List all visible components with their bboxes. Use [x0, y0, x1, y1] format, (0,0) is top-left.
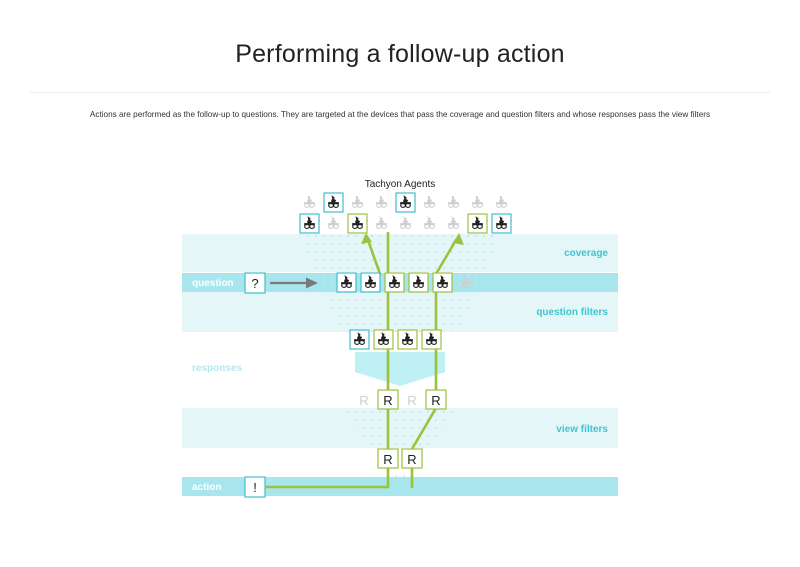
agent-device — [352, 195, 363, 209]
agent-device — [472, 195, 483, 209]
question-label: question — [192, 278, 234, 289]
agent-device — [360, 272, 381, 293]
agent-device — [376, 216, 387, 230]
agent-device — [349, 329, 370, 350]
device-agent-icon — [424, 216, 435, 230]
agents-label: Tachyon Agents — [365, 179, 436, 190]
device-agent-icon — [424, 195, 435, 209]
agent-device — [347, 213, 368, 234]
question-box — [244, 272, 266, 294]
agent-device — [448, 195, 459, 209]
page-description: Actions are performed as the follow-up t… — [89, 110, 711, 119]
device-agent-icon — [400, 216, 411, 230]
arrow-right-icon — [306, 277, 318, 289]
response-faded: R — [407, 393, 416, 408]
agent-device — [491, 213, 512, 234]
response-box — [377, 389, 399, 410]
question-filters-label: question filters — [536, 307, 608, 318]
agent-device — [299, 213, 320, 234]
title-divider — [30, 92, 770, 93]
agent-device — [424, 195, 435, 209]
device-agent-icon — [496, 195, 507, 209]
action-label: action — [192, 482, 221, 493]
device-agent-icon — [448, 216, 459, 230]
agent-device — [328, 216, 339, 230]
arrow-up-icon — [453, 233, 464, 245]
device-agent-icon — [304, 195, 315, 209]
device-agent-icon — [448, 195, 459, 209]
agent-device — [376, 195, 387, 209]
response-box — [377, 448, 399, 469]
agent-device — [432, 272, 453, 293]
device-agent-icon — [376, 216, 387, 230]
response-letter: R — [407, 452, 416, 467]
responses-funnel — [355, 352, 445, 386]
response-letter: R — [431, 393, 440, 408]
response-faded: R — [359, 393, 368, 408]
question-mark-icon: ? — [251, 276, 258, 291]
coverage-label: coverage — [564, 248, 608, 259]
agent-device — [323, 192, 344, 213]
agents-layer — [299, 192, 512, 350]
agent-device — [448, 216, 459, 230]
agent-device — [336, 272, 357, 293]
response-letter: R — [383, 452, 392, 467]
exclamation-icon: ! — [253, 480, 257, 495]
device-agent-icon — [352, 195, 363, 209]
device-agent-icon — [472, 195, 483, 209]
responses-label: responses — [192, 363, 242, 374]
agent-device — [373, 329, 394, 350]
agent-device — [395, 192, 416, 213]
filtered-response-row: R R — [377, 448, 423, 469]
view-funnel — [345, 410, 455, 448]
action-band — [182, 477, 618, 496]
agent-device — [408, 272, 429, 293]
device-agent-icon — [376, 195, 387, 209]
page-title: Performing a follow-up action — [235, 40, 565, 68]
response-letter: R — [383, 393, 392, 408]
agent-device — [421, 329, 442, 350]
flow-lines — [264, 231, 458, 489]
device-agent-icon — [328, 216, 339, 230]
agent-device — [424, 216, 435, 230]
response-box — [425, 389, 447, 410]
agent-device — [304, 195, 315, 209]
view-filters-label: view filters — [556, 424, 608, 435]
response-row: R R R R — [359, 389, 447, 410]
agent-device — [397, 329, 418, 350]
filter-funnel — [322, 292, 478, 332]
response-box — [401, 448, 423, 469]
agent-device — [467, 213, 488, 234]
agent-device — [384, 272, 405, 293]
agent-device — [496, 195, 507, 209]
arrow-up-icon — [361, 233, 372, 244]
agent-device — [400, 216, 411, 230]
